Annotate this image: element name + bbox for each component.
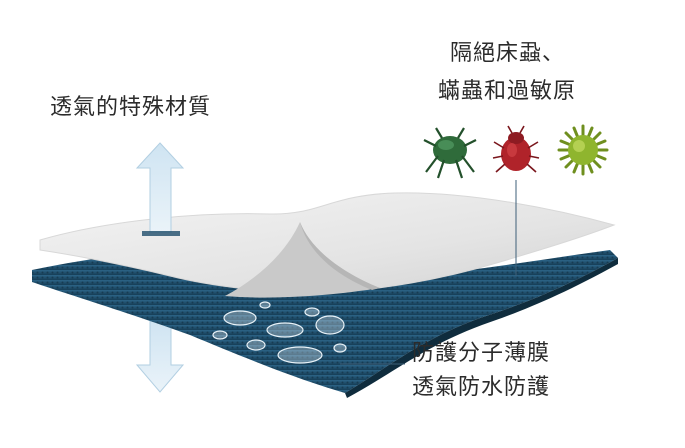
barrier-label-line2: 蟎蟲和過敏原 xyxy=(438,79,577,104)
bed-bug-icon xyxy=(489,125,543,178)
breathable-material-label: 透氣的特殊材質 xyxy=(50,95,212,120)
top-fabric-layer xyxy=(39,192,616,298)
barrier-label-line1: 隔絕床蝨、 xyxy=(450,41,566,66)
airflow-arrow-down-icon xyxy=(135,319,185,393)
membrane-label-line2: 透氣防水防護 xyxy=(412,375,551,400)
water-droplets xyxy=(212,301,347,364)
membrane-label-line1: 防護分子薄膜 xyxy=(412,341,551,366)
airflow-arrow-up-icon xyxy=(135,142,185,236)
allergen-pollen-icon xyxy=(557,124,609,176)
dust-mite-icon xyxy=(423,127,477,179)
membrane-layer xyxy=(32,249,618,398)
